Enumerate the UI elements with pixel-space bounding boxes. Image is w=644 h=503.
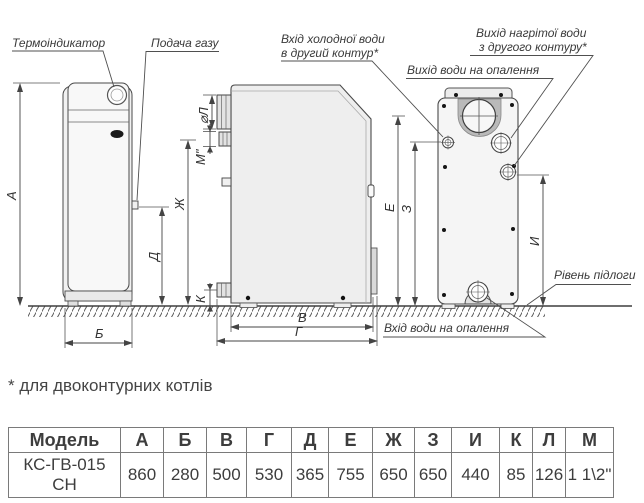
- cold-water-inlet-label-line2: в другий контур*: [281, 46, 378, 60]
- front-panel: [67, 82, 130, 292]
- floor-hatching: [28, 305, 632, 317]
- table-row: КС-ГВ-015 СН 860 280 500 530 365 755 650…: [8, 452, 614, 498]
- hot-water-outlet-label-line1: Вихід нагрітої води: [476, 26, 587, 40]
- dimensions-table: Модель А Б В Г Д Е Ж З И К Л М КС-ГВ-015…: [8, 427, 614, 498]
- col-header-a: А: [120, 427, 164, 453]
- value-e: 755: [328, 452, 373, 498]
- dim-m: М": [193, 148, 208, 165]
- front-base: [64, 290, 133, 302]
- dim-l: ⌀Л: [196, 107, 211, 124]
- dim-a: А: [4, 191, 19, 201]
- col-header-m: М: [565, 427, 614, 453]
- thermo-indicator-label: Термоіндикатор: [12, 36, 105, 50]
- gas-inlet-stub: [131, 200, 139, 210]
- heating-outlet-label: Вихід води на опалення: [407, 63, 540, 77]
- dim-g: Г: [295, 324, 303, 339]
- hot-water-outlet-label-line2: з другого контуру*: [478, 40, 587, 54]
- front-knob: [110, 130, 124, 138]
- value-zh: 650: [372, 452, 415, 498]
- col-header-z: З: [414, 427, 452, 453]
- value-k: 85: [499, 452, 533, 498]
- floor-level-label: Рівень підлоги: [554, 268, 636, 282]
- value-b: 280: [163, 452, 207, 498]
- model-cell: КС-ГВ-015 СН: [8, 452, 121, 498]
- heating-inlet-label: Вхід води на опалення: [384, 321, 510, 335]
- value-l: 126: [532, 452, 566, 498]
- gas-supply-label: Подача газу: [151, 36, 219, 50]
- col-header-v: В: [206, 427, 247, 453]
- value-d: 365: [291, 452, 329, 498]
- col-header-k: К: [499, 427, 533, 453]
- dimension-lines: А Б ⌀Л М" Ж Д К В: [4, 82, 549, 348]
- table-header-row: Модель А Б В Г Д Е Ж З И К Л М: [8, 427, 614, 453]
- col-header-b: Б: [163, 427, 207, 453]
- dim-y: И: [527, 236, 542, 246]
- side-tab: [221, 177, 232, 187]
- col-header-g: Г: [246, 427, 292, 453]
- side-body: [230, 84, 372, 304]
- dim-e: Е: [382, 203, 397, 212]
- value-m: 1 1\2": [565, 452, 614, 498]
- dim-k: К: [193, 294, 208, 303]
- technical-drawing: А Б ⌀Л М" Ж Д К В: [4, 26, 636, 348]
- value-a: 860: [120, 452, 164, 498]
- boiler-front-view: [62, 82, 139, 307]
- dim-b: Б: [95, 326, 104, 341]
- boiler-back-view: [437, 87, 519, 309]
- col-header-d: Д: [291, 427, 329, 453]
- footnote-double-circuit: * для двоконтурних котлів: [8, 376, 213, 395]
- col-header-zh: Ж: [372, 427, 415, 453]
- bottom-pipe: [216, 282, 232, 298]
- col-header-e: Е: [328, 427, 373, 453]
- value-g: 530: [246, 452, 292, 498]
- flue-pipe: [216, 94, 232, 130]
- dim-v: В: [298, 310, 307, 325]
- dim-d: Д: [146, 252, 161, 263]
- dim-zh: Ж: [172, 197, 187, 211]
- value-v: 500: [206, 452, 247, 498]
- callout-labels: Термоіндикатор Подача газу Вхід холодної…: [12, 26, 636, 338]
- col-header-model: Модель: [8, 427, 121, 453]
- col-header-y: И: [451, 427, 500, 453]
- value-z: 650: [414, 452, 452, 498]
- value-y: 440: [451, 452, 500, 498]
- back-screws: [442, 93, 516, 297]
- boiler-side-view: [216, 84, 378, 308]
- door-handle: [367, 184, 375, 198]
- dim-z: З: [399, 205, 414, 213]
- col-header-l: Л: [532, 427, 566, 453]
- gas-fitting: [218, 131, 232, 147]
- cold-water-inlet-label-line1: Вхід холодної води: [281, 32, 385, 46]
